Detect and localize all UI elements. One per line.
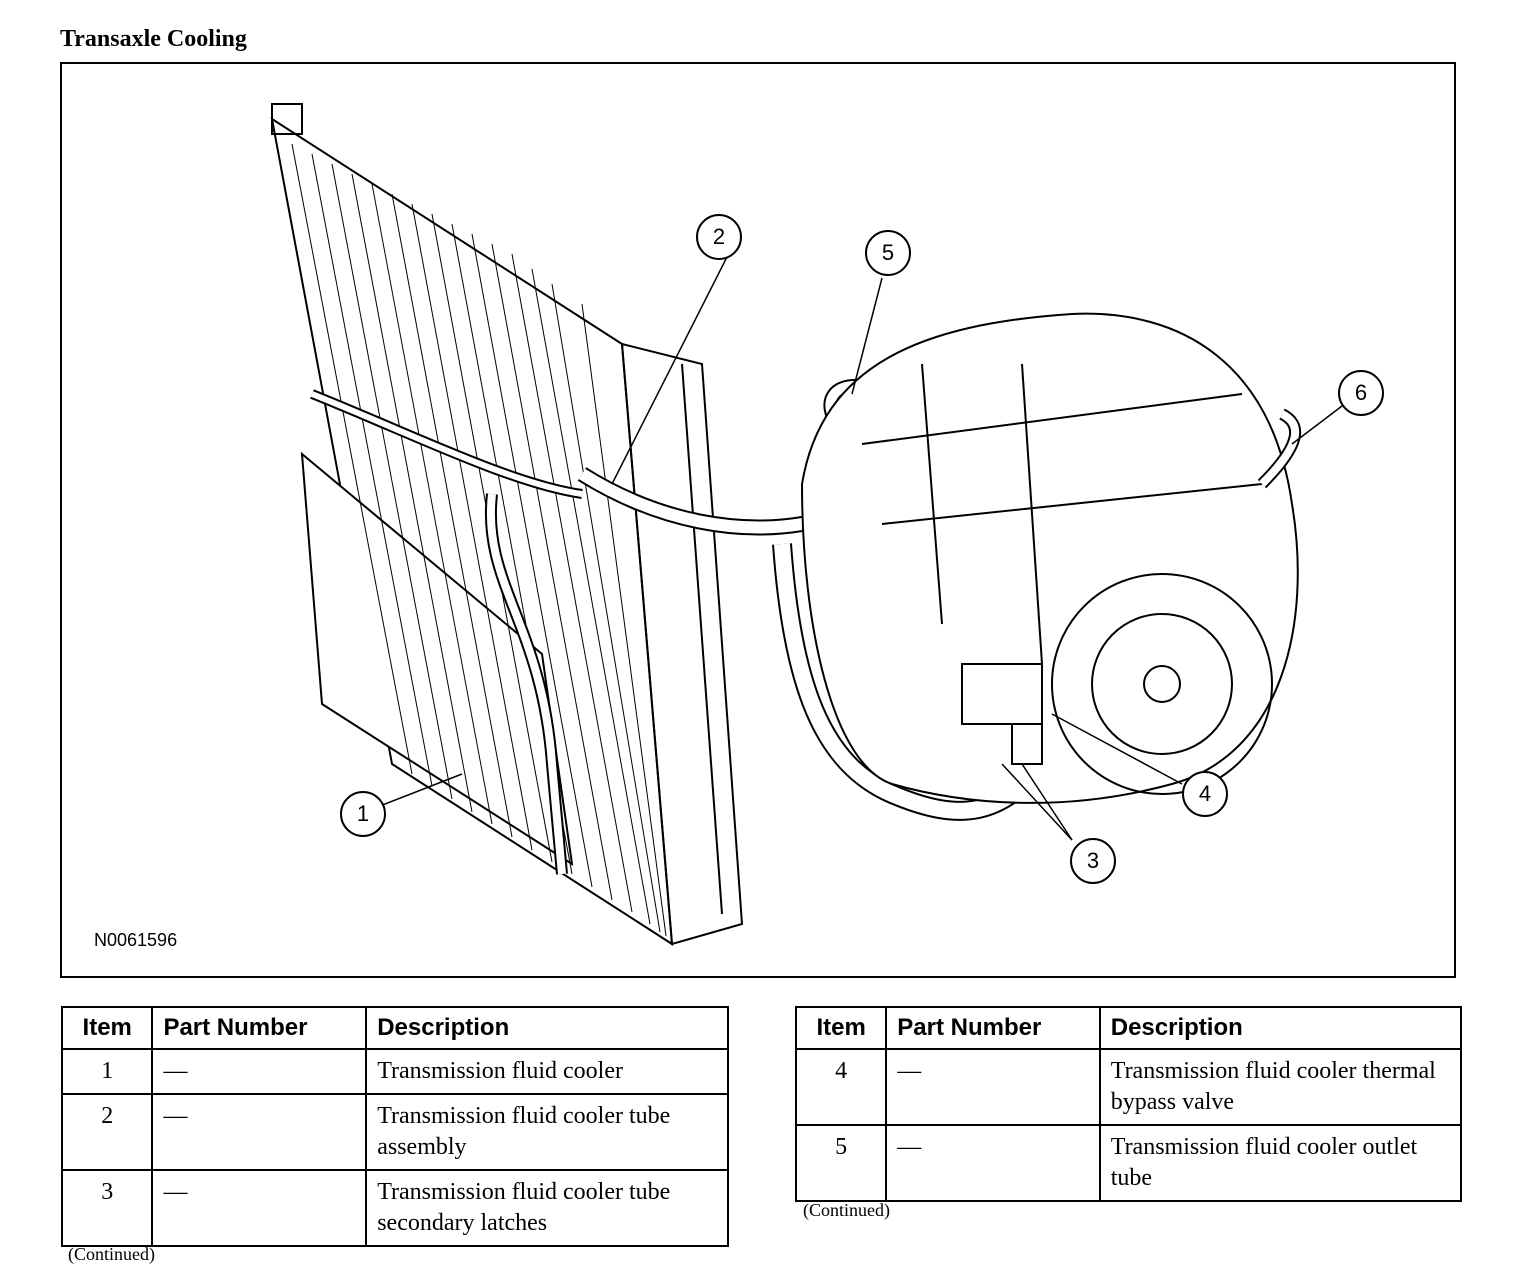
part-number-cell: —	[151, 1169, 368, 1247]
table-row: 5 — Transmission fluid cooler outlet tub…	[794, 1124, 1463, 1202]
item-cell: 2	[60, 1093, 154, 1171]
part-number-cell: —	[151, 1048, 368, 1095]
callout-6: 6	[1338, 370, 1384, 416]
table-header-row: Item Part Number Description	[60, 1006, 729, 1050]
parts-table-right: Item Part Number Description 4 — Transmi…	[794, 1006, 1463, 1202]
continued-note-right: (Continued)	[803, 1200, 890, 1220]
column-header-part-number: Part Number	[151, 1006, 368, 1050]
description-cell: Transmission fluid cooler outlet tube	[1098, 1124, 1463, 1202]
transaxle-cooling-illustration	[270, 103, 1343, 946]
description-cell: Transmission fluid cooler thermal bypass…	[1098, 1048, 1463, 1126]
column-header-description: Description	[365, 1006, 729, 1050]
figure-id: N0061596	[94, 930, 178, 950]
item-cell: 1	[60, 1048, 154, 1095]
callout-5: 5	[865, 230, 911, 276]
item-cell: 3	[60, 1169, 154, 1247]
callout-4: 4	[1182, 771, 1228, 817]
part-number-cell: —	[885, 1124, 1101, 1202]
table-header-row: Item Part Number Description	[794, 1006, 1463, 1050]
description-cell: Transmission fluid cooler tube secondary…	[365, 1169, 729, 1247]
column-header-part-number: Part Number	[885, 1006, 1101, 1050]
column-header-description: Description	[1098, 1006, 1463, 1050]
item-cell: 4	[794, 1048, 888, 1126]
table-row: 2 — Transmission fluid cooler tube assem…	[60, 1093, 729, 1171]
figure-frame: 1 2 3 4 5 6 N0061596	[60, 62, 1456, 978]
table-row: 1 — Transmission fluid cooler	[60, 1048, 729, 1095]
table-row: 4 — Transmission fluid cooler thermal by…	[794, 1048, 1463, 1126]
description-cell: Transmission fluid cooler	[365, 1048, 729, 1095]
callout-3: 3	[1070, 838, 1116, 884]
part-number-cell: —	[885, 1048, 1101, 1126]
description-cell: Transmission fluid cooler tube assembly	[365, 1093, 729, 1171]
table-row: 3 — Transmission fluid cooler tube secon…	[60, 1169, 729, 1247]
column-header-item: Item	[794, 1006, 888, 1050]
part-number-cell: —	[151, 1093, 368, 1171]
callout-2: 2	[696, 214, 742, 260]
parts-table-left: Item Part Number Description 1 — Transmi…	[60, 1006, 729, 1247]
continued-note-left: (Continued)	[68, 1244, 155, 1264]
page-title: Transaxle Cooling	[60, 26, 247, 52]
item-cell: 5	[794, 1124, 888, 1202]
column-header-item: Item	[60, 1006, 154, 1050]
callout-1: 1	[340, 791, 386, 837]
